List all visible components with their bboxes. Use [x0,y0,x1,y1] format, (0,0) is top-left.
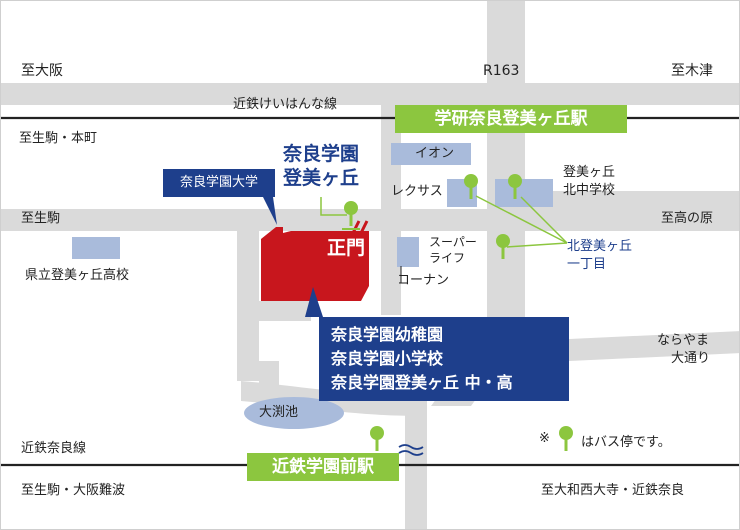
label-keihanna-line: 近鉄けいはんな線 [233,97,338,112]
station-kintetsu-gakuenmae[interactable]: 近鉄学園前駅 [247,453,399,481]
label-route: R163 [483,63,520,79]
bus-stop-pins [342,174,573,451]
school-kindergarten: 奈良学園幼稚園 [331,325,444,344]
label-naraya-1: ならやま [657,333,710,348]
label-campus-1: 奈良学園 [283,143,360,165]
label-kita-jhs-2: 北中学校 [563,183,616,198]
label-to-takanohara: 至高の原 [661,211,714,226]
label-nara-line: 近鉄奈良線 [21,441,87,456]
label-to-kizu: 至木津 [671,63,713,79]
label-to-ikoma: 至生駒 [21,211,61,226]
label-university: 奈良学園大学 [163,169,275,197]
label-kita-1chome-2: 一丁目 [567,257,607,272]
bus-stop-icon-campus [342,201,360,230]
road-kita-jhs [525,191,739,209]
campus-area [261,227,369,301]
label-to-ikoma-honmachi: 至生駒・本町 [19,131,98,146]
building-super-life [397,237,419,267]
leader-campus-stop [320,197,347,216]
label-to-ikoma-osaka-namba: 至生駒・大阪難波 [21,483,126,498]
pond-ookuchi [244,397,344,429]
label-to-yamato-saidaiji: 至大和西大寺・近鉄奈良 [541,483,685,498]
label-kita-jhs-1: 登美ヶ丘 [563,165,616,180]
label-konan: コーナン [397,273,450,288]
road-lower-left [259,361,279,401]
bus-stop-icon-super [496,234,510,259]
bus-stop-icon-gakuenmae [370,426,384,451]
label-super-2: ライフ [429,251,466,265]
road-west-lower [259,301,311,321]
bus-stop-leaders [475,195,568,248]
campus-gate-lines [351,220,369,234]
bus-stop-icon-legend [559,426,573,451]
station-gakken-nara-tomigaoka[interactable]: 学研奈良登美ヶ丘駅 [395,105,627,133]
leader-1 [475,195,568,244]
bus-stop-icon-lexus [464,174,478,199]
label-pond: 大渕池 [259,405,299,420]
leader-2 [520,196,568,244]
label-kita-1chome-1: 北登美ヶ丘 [567,239,633,254]
label-campus-2: 登美ヶ丘 [283,167,360,189]
legend-mark: ※ [539,431,550,446]
label-naraya-2: 大通り [671,351,711,366]
label-aeon: イオン [415,146,455,161]
legend-text: はバス停です。 [581,435,671,450]
building-prefectural-hs [72,237,120,259]
label-lexus: レクサス [391,184,443,199]
leader-3 [506,242,568,248]
river-symbol [398,444,424,456]
pointer-schools [305,287,323,317]
label-prefectural-hs: 県立登美ヶ丘高校 [25,268,130,283]
road-south-vertical [405,396,427,529]
label-super-1: スーパー [429,235,477,249]
building-kita-jhs [495,179,553,207]
pointer-university [263,197,277,225]
school-middle-high: 奈良学園登美ヶ丘 中・高 [331,373,513,392]
label-to-ohsaka: 至大阪 [21,63,63,79]
road-campus-left [237,231,259,381]
building-aeon [391,143,471,165]
bus-stop-icon-kita-jhs [508,174,522,199]
road-takanohara [1,209,739,231]
schools-callout: 奈良学園幼稚園 奈良学園小学校 奈良学園登美ヶ丘 中・高 [319,317,569,401]
road-r163 [1,83,739,105]
label-main-gate: 正門 [327,237,366,259]
school-elementary: 奈良学園小学校 [331,349,444,368]
